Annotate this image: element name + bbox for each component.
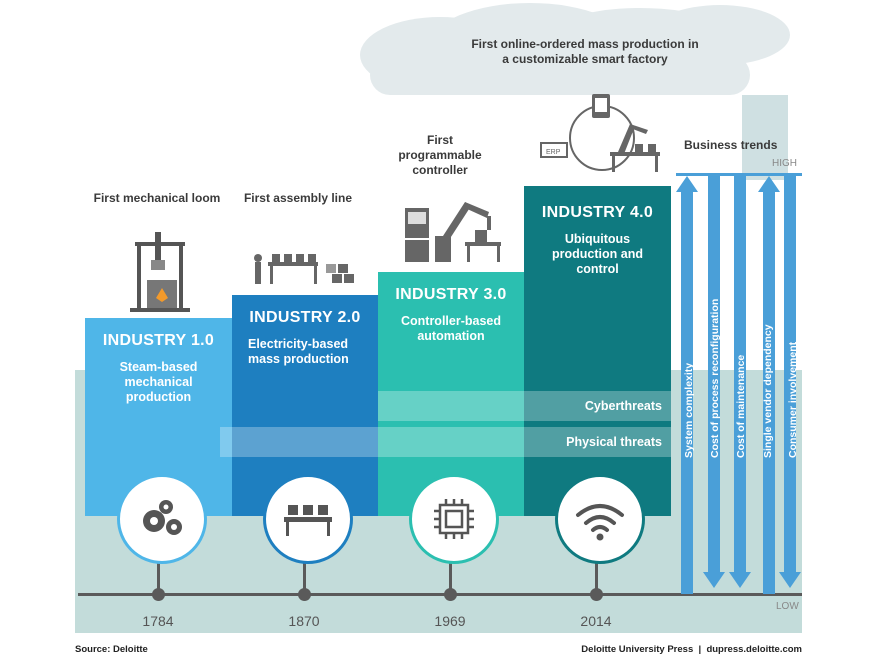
trend-top-line xyxy=(676,173,802,176)
conveyor-icon xyxy=(263,474,353,564)
erp-label: ERP xyxy=(546,149,561,156)
cyberthreats-band xyxy=(378,391,671,421)
milestone-2: First assembly line xyxy=(243,191,353,205)
stage-description: Controller-based automation xyxy=(400,314,501,343)
stage-industry-2: INDUSTRY 2.0 Electricity-based mass prod… xyxy=(232,295,378,516)
smart-factory-icon: ERP xyxy=(540,94,660,172)
dot-4 xyxy=(590,588,603,601)
source-note: Source: Deloitte xyxy=(75,644,148,655)
milestone-3: First programmable controller xyxy=(398,133,482,177)
stem-4 xyxy=(595,555,598,593)
dot-3 xyxy=(444,588,457,601)
assembly-line-icon xyxy=(254,254,354,284)
physical-threats-label: Physical threats xyxy=(566,435,662,449)
gears-icon xyxy=(117,474,207,564)
stage-title: INDUSTRY 4.0 xyxy=(541,204,654,221)
dot-1 xyxy=(152,588,165,601)
steam-loom-icon xyxy=(130,232,190,312)
trend-cost-maintenance: Cost of maintenance xyxy=(735,354,747,458)
trend-arrows xyxy=(676,176,801,594)
business-trends-title: Business trends xyxy=(684,138,778,152)
stage-industry-4: INDUSTRY 4.0 Ubiquitous production and c… xyxy=(524,186,671,516)
milestone-4: First online-ordered mass production in … xyxy=(471,37,699,66)
stage-description: Electricity-based mass production xyxy=(248,337,349,366)
trend-low-label: LOW xyxy=(776,601,799,612)
wifi-icon xyxy=(555,474,645,564)
physical-threats-band xyxy=(220,427,671,457)
trend-cost-reconfiguration: Cost of process reconfiguration xyxy=(709,298,721,458)
stage-description: Ubiquitous production and control xyxy=(552,232,643,276)
stem-3 xyxy=(449,555,452,593)
stage-title: INDUSTRY 3.0 xyxy=(395,286,507,303)
trend-high-label: HIGH xyxy=(772,158,797,169)
publisher-credit: Deloitte University Press | dupress.delo… xyxy=(581,644,802,655)
year-1870: 1870 xyxy=(288,613,320,629)
year-2014: 2014 xyxy=(580,613,612,629)
robot-arm-icon xyxy=(405,202,501,262)
cloud-illustration xyxy=(360,3,790,180)
timeline-line xyxy=(78,593,802,596)
dot-2 xyxy=(298,588,311,601)
trend-single-vendor: Single vendor dependency xyxy=(762,324,774,458)
cyberthreats-label: Cyberthreats xyxy=(584,399,662,413)
year-1969: 1969 xyxy=(434,613,466,629)
stage-title: INDUSTRY 1.0 xyxy=(102,332,215,349)
year-1784: 1784 xyxy=(142,613,174,629)
trend-consumer-involvement: Consumer involvement xyxy=(787,341,799,458)
stem-2 xyxy=(303,555,306,593)
stage-title: INDUSTRY 2.0 xyxy=(249,309,361,326)
trend-system-complexity: System complexity xyxy=(683,362,695,458)
chip-icon xyxy=(409,474,499,564)
stage-description: Steam-based mechanical production xyxy=(119,360,198,404)
milestone-1: First mechanical loom xyxy=(93,191,221,205)
stem-1 xyxy=(157,555,160,593)
smokestack xyxy=(742,95,788,175)
